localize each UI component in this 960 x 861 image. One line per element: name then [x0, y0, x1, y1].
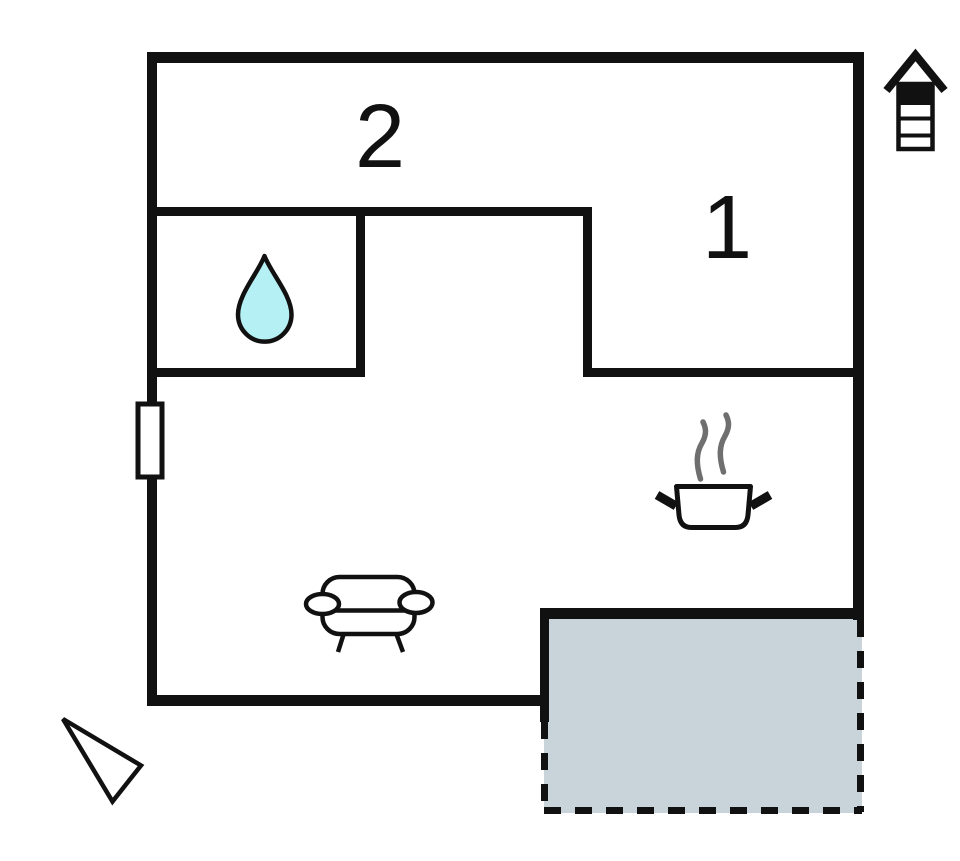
pot-body — [674, 484, 753, 530]
wall-room1-bottom — [583, 368, 864, 377]
terrace-area — [544, 613, 862, 813]
steam-line-right — [717, 412, 732, 475]
pot-handle-left — [654, 491, 679, 510]
wall-terrace-top — [540, 608, 864, 619]
wall-bathroom-bottom — [157, 368, 365, 377]
water-drop-icon — [235, 253, 294, 344]
wall-terrace-left — [540, 608, 549, 722]
storey-indicator-icon — [883, 48, 948, 152]
room-1-label: 1 — [702, 178, 752, 278]
wall-top — [147, 52, 864, 63]
north-arrow-icon — [61, 717, 145, 806]
wall-bathroom-right — [356, 216, 365, 377]
wall-room1-left — [583, 207, 592, 377]
wall-room2-bottom — [157, 207, 592, 216]
sofa-leg-right — [393, 632, 406, 653]
wall-left — [147, 52, 157, 706]
window-marker — [135, 401, 165, 480]
steam-lines — [694, 412, 732, 482]
cooking-pot-icon — [654, 412, 773, 530]
pot-handle-right — [748, 491, 773, 510]
storey-roof — [883, 48, 948, 94]
terrace-dashed-border — [541, 620, 864, 814]
sofa-icon — [303, 574, 435, 653]
wall-bottom — [147, 695, 549, 706]
sofa-leg-left — [335, 632, 347, 653]
room-2-label: 2 — [355, 87, 405, 187]
terrace — [541, 613, 864, 814]
storey-highlighted-band — [898, 84, 933, 105]
sofa-armrest-left — [303, 591, 342, 617]
steam-line-left — [694, 419, 709, 482]
sofa-armrest-right — [397, 589, 435, 616]
wall-right — [853, 52, 864, 620]
walls — [147, 52, 864, 722]
